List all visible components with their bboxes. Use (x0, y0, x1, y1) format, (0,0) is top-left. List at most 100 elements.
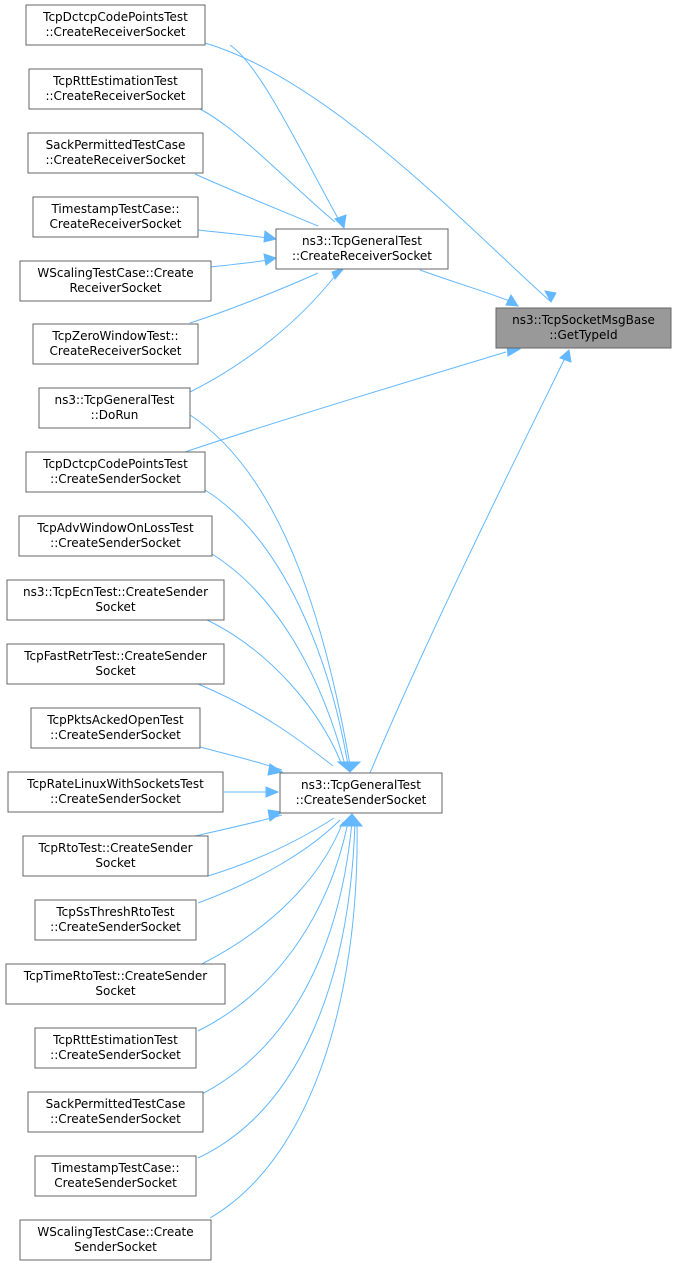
node-sender-caller-8[interactable]: TcpTimeRtoTest::CreateSender Socket (5, 963, 226, 1005)
node-label-line2: Socket (95, 984, 135, 998)
edge-rc1-to-receiver-hub (199, 108, 336, 223)
arrowhead-sender-hub-left-2 (265, 786, 280, 798)
node-label-line2: ::CreateReceiverSocket (45, 153, 185, 167)
node-label-line2: Socket (95, 856, 135, 870)
node-target-gettypeid[interactable]: ns3::TcpSocketMsgBase ::GetTypeId (495, 307, 672, 349)
node-label-line2: ::CreateSenderSocket (50, 728, 181, 742)
edge-rc2-to-receiver-hub (194, 173, 319, 227)
node-label-line1: TcpPktsAckedOpenTest (46, 713, 184, 727)
node-label-line2: CreateReceiverSocket (50, 217, 182, 231)
arrowhead-receiver-hub-bottom (331, 266, 346, 280)
edge-rc0-to-receiver-hub (229, 44, 341, 223)
node-label-line1: TimestampTestCase:: (50, 1161, 179, 1175)
node-label-line1: TcpRttEstimationTest (52, 1033, 178, 1047)
node-sender-caller-12[interactable]: WScalingTestCase::Create SenderSocket (19, 1219, 212, 1261)
node-receiver-caller-2[interactable]: SackPermittedTestCase ::CreateReceiverSo… (27, 132, 204, 174)
node-label-line2: ::CreateReceiverSocket (45, 89, 185, 103)
node-label-line2: Socket (95, 600, 135, 614)
edge-sc13-to-sender-hub (209, 821, 358, 1219)
node-label-line2: ::CreateSenderSocket (50, 1112, 181, 1126)
edge-sc3-to-sender-hub (197, 683, 334, 767)
node-label-line1: TcpRtoTest::CreateSender (37, 841, 192, 855)
arrowhead-sender-hub-left-1 (267, 763, 284, 776)
edge-sc6-to-sender-hub (194, 814, 283, 837)
node-receiver-hub[interactable]: ns3::TcpGeneralTest ::CreateReceiverSock… (275, 228, 449, 270)
node-sender-caller-7[interactable]: TcpSsThreshRtoTest ::CreateSenderSocket (34, 899, 197, 941)
node-dorun-line2: ::DoRun (91, 408, 139, 422)
node-label-line1: TcpSsThreshRtoTest (55, 905, 175, 919)
edge-sc8-to-sender-hub (197, 819, 341, 904)
node-receiver-caller-4[interactable]: WScalingTestCase::Create ReceiverSocket (19, 260, 212, 302)
node-dorun[interactable]: ns3::TcpGeneralTest ::DoRun (38, 387, 191, 429)
node-label-line2: ::CreateSenderSocket (50, 472, 181, 486)
edge-sc7-to-sender-hub (207, 817, 335, 877)
node-target-line1: ns3::TcpSocketMsgBase (512, 313, 655, 327)
node-receiver-caller-0[interactable]: TcpDctcpCodePointsTest ::CreateReceiverS… (25, 4, 206, 46)
edge-sender-hub-to-target (369, 357, 566, 774)
node-sender-hub-line2: ::CreateSenderSocket (296, 793, 427, 807)
node-dorun-line1: ns3::TcpGeneralTest (54, 393, 174, 407)
node-sender-caller-10[interactable]: SackPermittedTestCase ::CreateSenderSock… (27, 1091, 204, 1133)
node-receiver-caller-1[interactable]: TcpRttEstimationTest ::CreateReceiverSoc… (28, 68, 203, 110)
edge-dorun-to-receiver-hub (189, 275, 336, 393)
node-sender-caller-5[interactable]: TcpRateLinuxWithSocketsTest ::CreateSend… (7, 771, 224, 813)
edge-sc9-to-sender-hub (197, 821, 344, 967)
node-label-line2: ::CreateSenderSocket (50, 1048, 181, 1062)
node-label-line1: WScalingTestCase::Create (37, 266, 193, 280)
edge-dorun-to-sender-hub (189, 414, 351, 766)
node-label-line1: ns3::TcpEcnTest::CreateSender (23, 585, 208, 599)
arrowhead-target-sender (559, 349, 572, 363)
node-receiver-hub-line1: ns3::TcpGeneralTest (302, 234, 422, 248)
arrowhead-sender-hub-top (336, 761, 362, 773)
arrowhead-receiver-hub-left-2 (263, 253, 278, 266)
node-label-line1: TcpFastRetrTest::CreateSender (23, 649, 207, 663)
node-label-line2: Socket (95, 664, 135, 678)
edge-sc10-to-sender-hub (197, 821, 349, 1032)
edge-sc2-to-sender-hub (204, 618, 343, 766)
arrowhead-sender-hub-bottom (338, 813, 364, 827)
node-label-line1: TcpRateLinuxWithSocketsTest (26, 777, 204, 791)
edge-sc1-to-sender-hub (211, 553, 346, 766)
node-label-line2: CreateReceiverSocket (50, 344, 182, 358)
edge-rc4-to-receiver-hub (209, 259, 269, 268)
node-target-line2: ::GetTypeId (549, 328, 617, 342)
node-label-line1: TcpZeroWindowTest:: (51, 329, 178, 343)
node-label-line2: ::CreateReceiverSocket (45, 25, 185, 39)
node-receiver-caller-3[interactable]: TimestampTestCase:: CreateReceiverSocket (32, 196, 199, 238)
node-receiver-hub-line2: ::CreateReceiverSocket (292, 249, 432, 263)
node-label-line1: SackPermittedTestCase (46, 138, 186, 152)
edges (184, 42, 572, 1219)
node-label-line2: SenderSocket (74, 1240, 157, 1254)
node-sender-caller-9[interactable]: TcpRttEstimationTest ::CreateSenderSocke… (34, 1027, 197, 1069)
edge-rc3-to-receiver-hub (197, 229, 269, 239)
edge-rc5-to-receiver-hub (189, 272, 319, 324)
arrowhead-target-left (505, 293, 519, 307)
node-label-line1: TcpTimeRtoTest::CreateSender (23, 969, 207, 983)
node-sender-caller-4[interactable]: TcpPktsAckedOpenTest ::CreateSenderSocke… (30, 707, 201, 749)
node-label-line1: TcpDctcpCodePointsTest (42, 457, 188, 471)
edge-rc0-to-target (204, 42, 551, 302)
node-label-line2: ::CreateSenderSocket (50, 920, 181, 934)
node-sender-hub[interactable]: ns3::TcpGeneralTest ::CreateSenderSocket (279, 772, 443, 814)
node-label-line2: ReceiverSocket (69, 281, 161, 295)
node-label-line1: SackPermittedTestCase (46, 1097, 186, 1111)
arrowhead-receiver-hub-left-1 (263, 230, 278, 243)
node-sender-caller-2[interactable]: ns3::TcpEcnTest::CreateSender Socket (6, 579, 225, 621)
node-label-line1: WScalingTestCase::Create (37, 1225, 193, 1239)
arrowhead-target-top (544, 290, 557, 304)
edge-sc12-to-sender-hub (197, 821, 356, 1159)
edge-sc11-to-sender-hub (197, 821, 353, 1097)
node-sender-caller-11[interactable]: TimestampTestCase:: CreateSenderSocket (34, 1155, 197, 1197)
edge-receiver-hub-to-target (419, 269, 513, 303)
node-sender-caller-3[interactable]: TcpFastRetrTest::CreateSender Socket (6, 643, 225, 685)
node-label-line2: CreateSenderSocket (54, 1176, 177, 1190)
node-sender-caller-1[interactable]: TcpAdvWindowOnLossTest ::CreateSenderSoc… (18, 515, 213, 557)
node-label-line1: TimestampTestCase:: (50, 202, 179, 216)
node-sender-caller-0[interactable]: TcpDctcpCodePointsTest ::CreateSenderSoc… (25, 451, 206, 493)
node-label-line2: ::CreateSenderSocket (50, 536, 181, 550)
edge-sc0-to-sender-hub (204, 489, 349, 766)
node-receiver-caller-5[interactable]: TcpZeroWindowTest:: CreateReceiverSocket (32, 323, 199, 365)
node-label-line1: TcpRttEstimationTest (52, 74, 178, 88)
node-sender-caller-6[interactable]: TcpRtoTest::CreateSender Socket (22, 835, 209, 877)
